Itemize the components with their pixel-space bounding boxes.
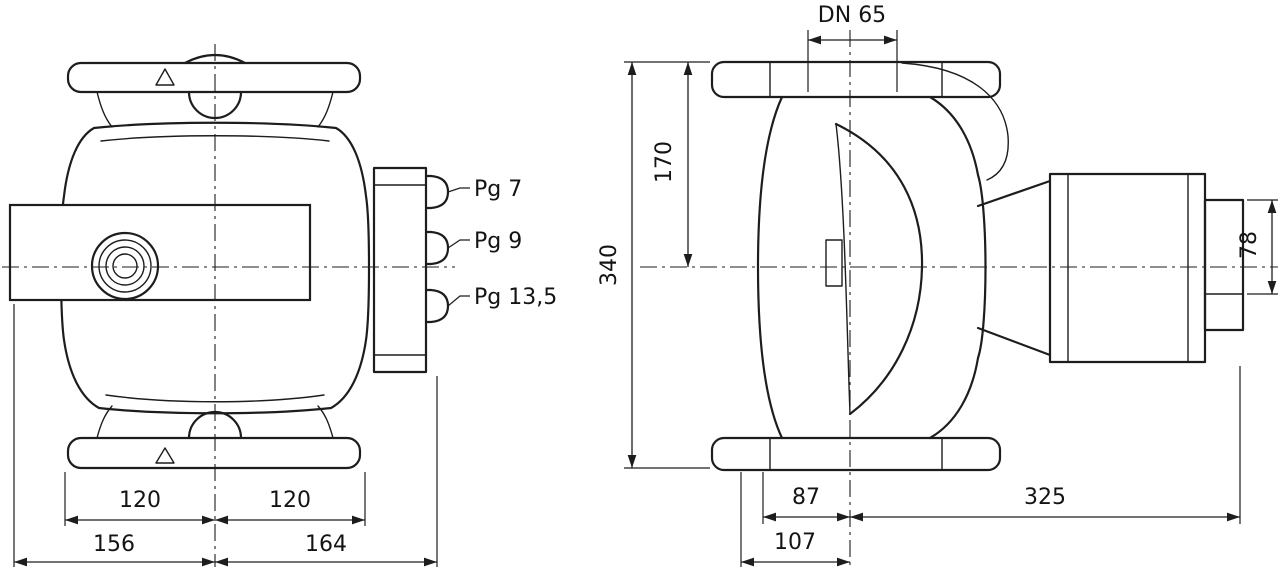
motor-adapter-slants — [976, 179, 1052, 357]
pump-head-curve — [901, 62, 1009, 181]
gland-label-pg135: Pg 13,5 — [474, 285, 557, 310]
dim-text-325: 325 — [1024, 485, 1066, 510]
front-view — [8, 53, 450, 470]
cable-gland-pg7 — [424, 174, 450, 210]
terminal-box-side — [1203, 198, 1245, 332]
dim-text-87: 87 — [792, 485, 820, 510]
nameplate-ring-2 — [98, 239, 152, 293]
dim-text-120-right: 120 — [269, 488, 311, 513]
casing-left-profile — [756, 95, 784, 440]
top-flange-bar — [66, 61, 362, 94]
gland-bracket — [372, 166, 428, 374]
bottom-flange-bar — [66, 436, 362, 470]
centerlines — [2, 30, 1278, 567]
flow-direction-marker-bottom — [155, 447, 175, 464]
leader-line-pg9 — [447, 239, 470, 249]
cable-gland-pg135 — [424, 288, 450, 324]
dim-text-340: 340 — [597, 244, 622, 286]
leader-line-pg135 — [447, 295, 470, 307]
bottom-flange-connectors — [96, 405, 334, 439]
cable-gland-pg9 — [424, 230, 450, 266]
motor-housing-seams — [1067, 173, 1189, 363]
bottom-flange-bolt-marks — [769, 437, 943, 471]
top-flange-side — [710, 60, 1002, 99]
leader-line-pg7 — [447, 187, 470, 193]
top-flange-connectors — [96, 91, 334, 128]
volute-inner-curve — [835, 123, 851, 415]
gland-label-pg7: Pg 7 — [474, 177, 522, 202]
dim-text-107: 107 — [774, 530, 816, 555]
nameplate-ring-inner — [112, 253, 138, 279]
dim-text-120-left: 120 — [119, 488, 161, 513]
top-flange-bolt-marks — [769, 61, 943, 98]
casing-right-profile — [928, 95, 987, 440]
dim-text-78: 78 — [1237, 231, 1262, 259]
flow-direction-marker-top — [155, 68, 175, 86]
dim-text-170: 170 — [652, 141, 677, 183]
gland-bracket-seams — [373, 184, 427, 356]
motor-housing — [1048, 172, 1207, 364]
front-view-dimensions: 120 120 156 164 — [13, 304, 438, 567]
front-view-gland-labels: Pg 7 Pg 9 Pg 13,5 — [447, 177, 557, 310]
body-bottom-seam — [105, 394, 325, 403]
terminal-box-front-panel — [8, 203, 312, 302]
nameplate-ring-3 — [105, 246, 145, 286]
gland-label-pg9: Pg 9 — [474, 229, 522, 254]
dim-text-156: 156 — [93, 532, 135, 557]
dim-text-dn65: DN 65 — [818, 3, 886, 28]
dim-text-164: 164 — [305, 532, 347, 557]
side-view-dimensions: DN 65 340 170 78 87 325 107 — [597, 3, 1278, 567]
shaft-detail — [825, 239, 843, 287]
bottom-flange-side — [710, 436, 1002, 472]
nameplate-ring-outer — [90, 231, 160, 301]
side-view — [710, 60, 1245, 472]
